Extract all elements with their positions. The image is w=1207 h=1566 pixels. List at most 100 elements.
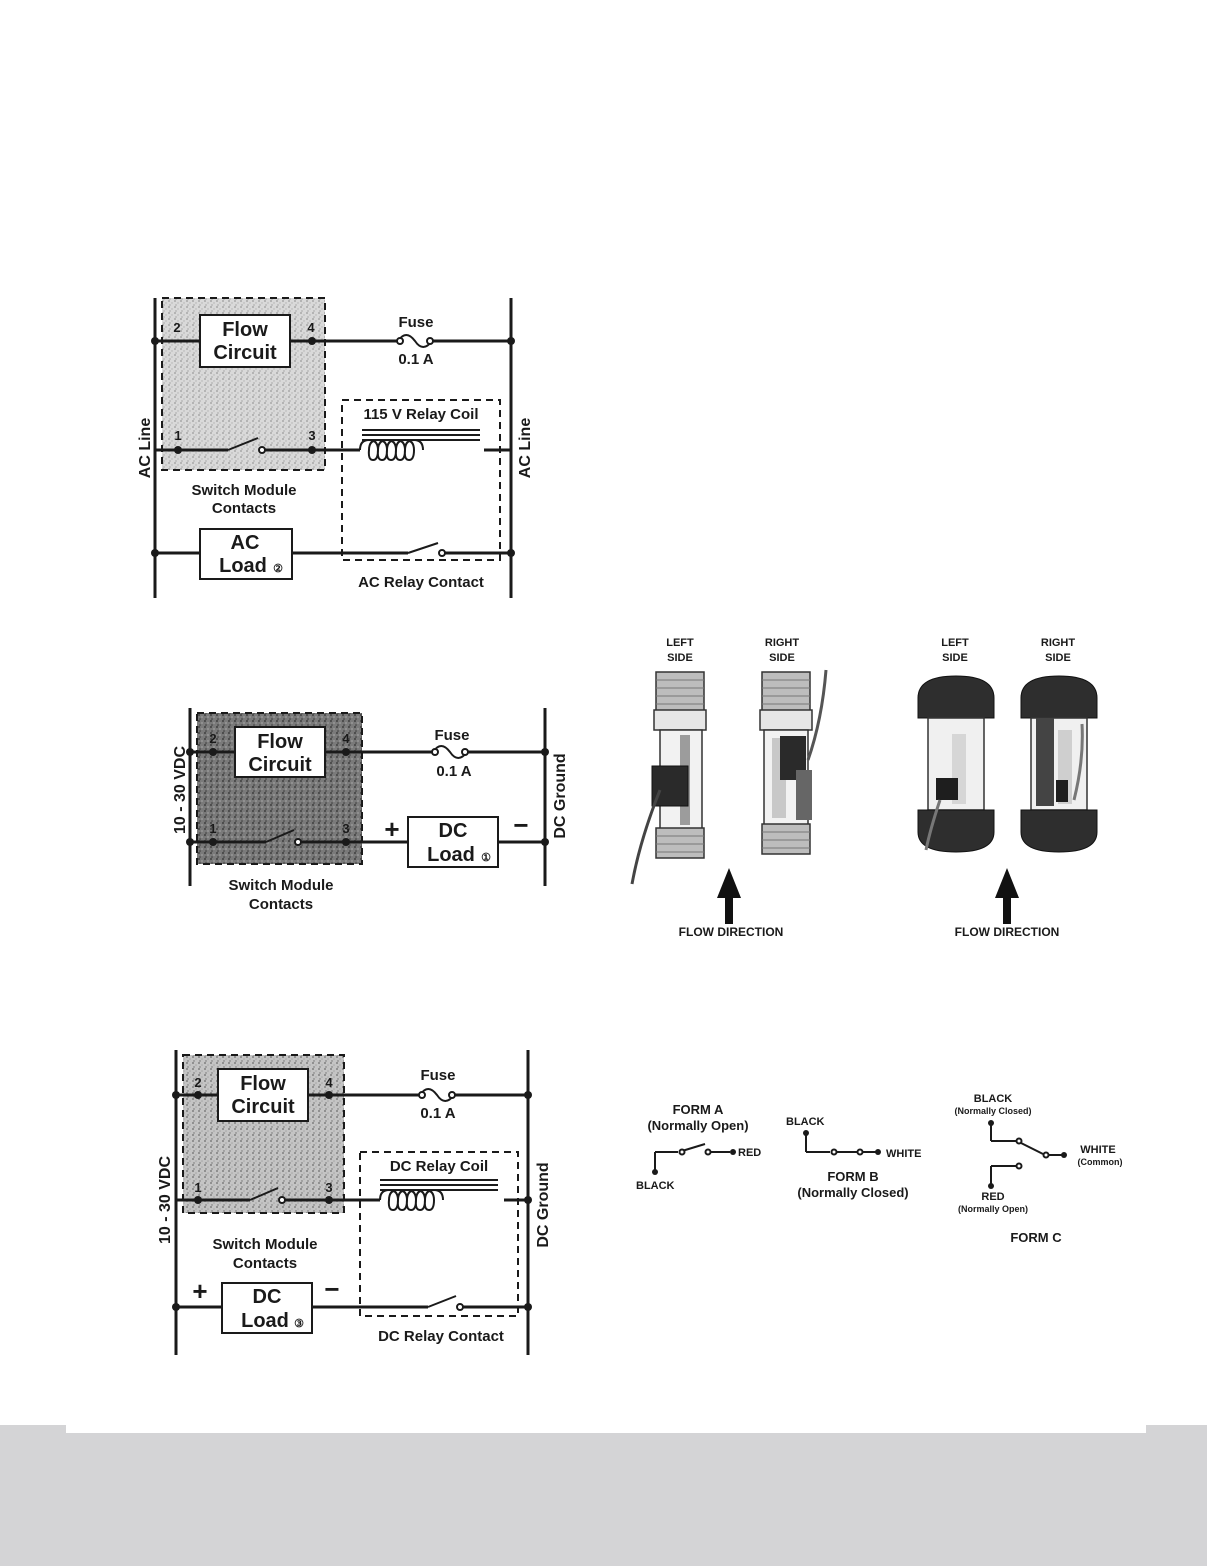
left-side-label-1: LEFT [941,637,969,649]
switch-module-label-2: Contacts [212,500,276,517]
flow-circuit-label-2: Circuit [213,342,277,364]
flow-circuit-label-1: Flow [257,731,303,753]
form-a-red-label: RED [738,1147,761,1159]
terminal-1: 1 [174,428,181,443]
fuse-symbol [397,334,433,348]
flow-circuit-label-2: Circuit [231,1096,295,1118]
fuse-label: Fuse [420,1067,455,1084]
terminal-2: 2 [173,320,180,335]
form-c-red-note: (Normally Open) [958,1204,1028,1214]
dc-load-box [221,1282,313,1334]
relay-coil-label: DC Relay Coil [390,1158,488,1175]
switch-module-label-2: Contacts [233,1255,297,1272]
flow-circuit-label-1: Flow [240,1073,286,1095]
dc-ground-label: DC Ground [552,753,569,838]
plus-sign: + [384,814,399,844]
dc-load-box [407,816,499,868]
dc-wiring-diagram: Flow Circuit 2 4 1 3 Fuse 0.1 A 10 - 30 … [172,708,569,913]
minus-sign: − [324,1274,339,1304]
flow-circuit-label-2: Circuit [248,754,312,776]
right-meter-image [1020,675,1098,853]
left-side-label-2: SIDE [667,652,693,664]
terminal-3: 3 [308,428,315,443]
flow-direction-label: FLOW DIRECTION [679,925,784,939]
dc-relay-contact-label: DC Relay Contact [378,1328,504,1345]
flow-circuit-label-1: Flow [222,319,268,341]
flow-circuit-box [217,1068,309,1122]
fuse-label: Fuse [398,314,433,331]
dc-load-label-2: Load [427,844,475,866]
form-c-black-label: BLACK [974,1093,1013,1105]
contact-form-c: BLACK (Normally Closed) WHITE (Common) R… [954,1093,1122,1245]
relay-coil-dashed-box [341,399,501,561]
terminal-2: 2 [194,1075,201,1090]
dc-load-label-1: DC [439,820,468,842]
flow-circuit-box [199,314,291,368]
right-meter-image [759,669,828,855]
terminal-2: 2 [209,731,216,746]
fuse-label: Fuse [434,727,469,744]
flow-direction-arrow [995,868,1019,924]
form-b-black-label: BLACK [786,1116,825,1128]
dc-load-label-1: DC [253,1286,282,1308]
ac-load-label-1: AC [231,532,260,554]
left-meter-image [917,675,995,853]
switch-module-label-1: Switch Module [213,1236,318,1253]
terminal-3: 3 [325,1180,332,1195]
supply-voltage-label: 10 - 30 VDC [157,1156,174,1244]
switch-module-label-1: Switch Module [229,877,334,894]
supply-voltage-label: 10 - 30 VDC [172,746,189,834]
switch-module-label-2: Contacts [249,896,313,913]
dc-load-note: ③ [294,1318,304,1330]
ac-line-right-label: AC Line [517,418,534,479]
footer-band [0,1425,1207,1566]
flow-meter-photo-threaded: LEFT SIDE RIGHT SIDE [630,637,828,939]
right-side-label-1: RIGHT [765,637,800,649]
form-c-red-label: RED [981,1191,1004,1203]
relay-coil-dashed-box [359,1151,519,1317]
left-side-label-1: LEFT [666,637,694,649]
terminal-4: 4 [307,320,315,335]
form-b-white-label: WHITE [886,1148,921,1160]
left-meter-image [630,671,707,885]
fuse-rating: 0.1 A [436,763,471,780]
footer-divider [66,1425,1146,1433]
flow-direction-arrow [717,868,741,924]
form-a-black-label: BLACK [636,1180,675,1192]
form-c-black-note: (Normally Closed) [954,1106,1031,1116]
flow-direction-label: FLOW DIRECTION [955,925,1060,939]
relay-coil-symbol [379,1188,444,1212]
fuse-symbol [419,1088,455,1102]
form-c-title: FORM C [1010,1230,1062,1245]
ac-load-label-2: Load [219,555,267,577]
terminal-3: 3 [342,821,349,836]
ac-relay-contact-label: AC Relay Contact [358,574,484,591]
terminal-1: 1 [194,1180,201,1195]
contact-form-a: FORM A (Normally Open) RED BLACK [636,1102,761,1192]
terminal-4: 4 [342,731,350,746]
plus-sign: + [192,1276,207,1306]
dc-load-label-2: Load [241,1310,289,1332]
fuse-symbol [432,745,468,759]
switch-module-label-1: Switch Module [192,482,297,499]
ac-wiring-diagram: Flow Circuit 2 4 1 3 Fuse 0.1 A 115 V Re… [137,297,534,598]
terminal-1: 1 [209,821,216,836]
ac-line-left-label: AC Line [137,418,154,479]
form-b-title: FORM B [827,1169,878,1184]
fuse-rating: 0.1 A [420,1105,455,1122]
relay-coil-symbol [359,438,424,462]
minus-sign: − [513,810,528,840]
dc-relay-wiring-diagram: Flow Circuit 2 4 1 3 Fuse 0.1 A DC Relay… [157,1050,552,1355]
form-b-subtitle: (Normally Closed) [797,1185,908,1200]
right-side-label-1: RIGHT [1041,637,1076,649]
flow-meter-photo-union: LEFT SIDE RIGHT SIDE FLOW DIRECTION [917,637,1098,939]
dc-load-note: ① [481,852,491,864]
form-a-subtitle: (Normally Open) [647,1118,748,1133]
fuse-rating: 0.1 A [398,351,433,368]
form-c-white-note: (Common) [1078,1157,1123,1167]
flow-circuit-box [234,726,326,778]
ac-load-note: ② [273,563,283,575]
contact-form-b: BLACK WHITE FORM B (Normally Closed) [786,1116,921,1200]
relay-coil-label: 115 V Relay Coil [363,406,478,423]
dc-ground-label: DC Ground [535,1162,552,1247]
